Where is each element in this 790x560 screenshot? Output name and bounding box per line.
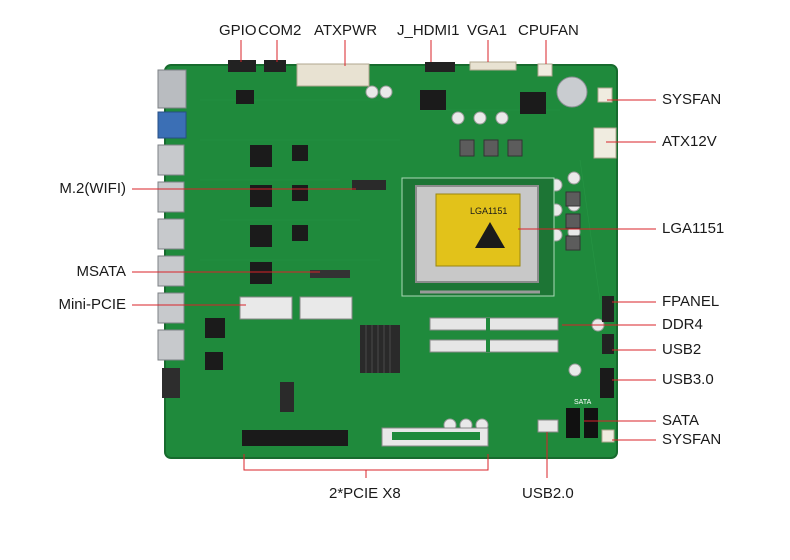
sysfan-top-header [597, 87, 613, 103]
label-msata: MSATA [76, 263, 126, 280]
lan-port-2 [157, 181, 185, 213]
label-cpufan: CPUFAN [518, 22, 579, 39]
socket-cover [435, 193, 521, 267]
label-j-hdmi1: J_HDMI1 [397, 22, 460, 39]
pcie-slot-1 [242, 430, 348, 446]
usb30-header [600, 368, 614, 398]
atx12v-connector [593, 127, 617, 159]
audio-jack [162, 368, 180, 398]
lan-port-3 [157, 218, 185, 250]
label-usb2: USB2 [662, 341, 702, 358]
label-mini-pcie: Mini-PCIE [58, 296, 126, 313]
label-fpanel: FPANEL [662, 293, 720, 310]
pcie-slot-2-gap [392, 432, 480, 440]
label-sata: SATA [662, 412, 699, 429]
sysfan-bottom-header [601, 429, 615, 443]
leader-lines [132, 40, 656, 478]
cmos-battery [556, 76, 588, 108]
lan-port-top [157, 69, 187, 109]
lan-chips [205, 90, 546, 370]
ddr4-slot-1 [429, 317, 559, 331]
small-chip [280, 382, 294, 412]
sata-port-1 [566, 408, 580, 438]
lan-port-1 [157, 144, 185, 176]
usb20-port [537, 419, 559, 433]
m2-slot [352, 180, 386, 190]
label-usb30: USB3.0 [662, 371, 714, 388]
lan-port-6 [157, 329, 185, 361]
mini-pcie-slot-2 [299, 296, 353, 320]
chipset-heatsink [360, 325, 400, 373]
com2-header [264, 60, 286, 72]
label-gpio: GPIO [219, 22, 257, 39]
label-sysfan-top: SYSFAN [662, 91, 722, 108]
atxpwr-connector [296, 63, 370, 87]
heatsink-fins [365, 325, 391, 373]
usb3-port [157, 111, 187, 139]
label-ddr4: DDR4 [662, 316, 703, 333]
msata-slot [310, 270, 350, 278]
label-com2: COM2 [258, 22, 302, 39]
mini-pcie-slot-1 [239, 296, 293, 320]
sata-print: SATA [574, 399, 592, 406]
label-usb20: USB2.0 [522, 485, 574, 502]
vga-header [469, 61, 517, 71]
warning-icon [475, 222, 505, 248]
label-atxpwr: ATXPWR [314, 22, 378, 39]
lan-port-5 [157, 292, 185, 324]
lan-port-4 [157, 255, 185, 287]
socket-print: LGA1151 [470, 206, 507, 216]
label-m2-wifi: M.2(WIFI) [59, 180, 126, 197]
cpufan-header [537, 63, 553, 77]
ddr4-notch [486, 318, 490, 352]
label-atx12v: ATX12V [662, 133, 717, 150]
label-sysfan-bottom: SYSFAN [662, 431, 722, 448]
hdmi-header [425, 62, 455, 72]
label-pcie-x8: 2*PCIE X8 [329, 485, 401, 502]
ddr4-slot-2 [429, 339, 559, 353]
gpio-header [228, 60, 256, 72]
fpanel-header [602, 296, 614, 322]
label-vga1: VGA1 [467, 22, 508, 39]
usb2-header [602, 334, 614, 354]
label-lga1151: LGA1151 [662, 220, 725, 237]
vrm-chokes [459, 139, 581, 251]
sata-port-2 [584, 408, 598, 438]
